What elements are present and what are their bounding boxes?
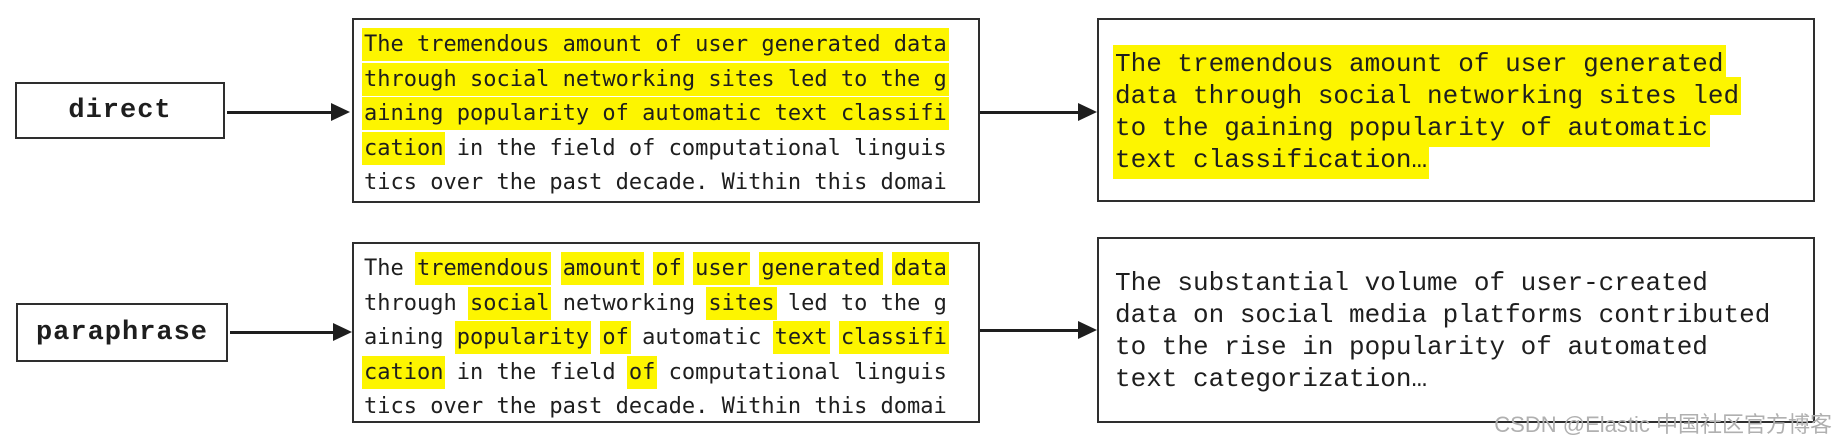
watermark-text: CSDN @Elastic 中国社区官方博客: [1494, 412, 1832, 437]
text-line: The substantial volume of user-created: [1115, 267, 1805, 299]
highlighted-segment: The tremendous amount of user generated: [1113, 45, 1726, 83]
arrow-direct-to-source: [227, 102, 350, 122]
highlighted-segment: cation: [362, 131, 446, 165]
plain-segment: through: [364, 290, 470, 316]
highlighted-segment: popularity: [454, 321, 592, 354]
plain-segment: The: [364, 256, 417, 281]
arrow-shaft: [227, 110, 335, 114]
highlighted-segment: sites: [706, 286, 777, 320]
arrow-head-icon: [333, 323, 352, 341]
text-line: The tremendous amount of user generated: [1113, 45, 1805, 83]
highlighted-segment: classifi: [838, 321, 949, 354]
text-line: text categorization…: [1115, 363, 1805, 395]
paraphrase-source-text-box: The tremendous amount of user generated …: [352, 242, 980, 423]
highlighted-segment: cation: [362, 355, 446, 389]
direct-label-box: direct: [15, 82, 225, 139]
text-line: The tremendous amount of user generated …: [364, 252, 972, 287]
plain-segment: data on social media platforms contribut…: [1115, 300, 1771, 330]
text-line: through social networking sites led to t…: [364, 286, 972, 322]
plain-segment: networking: [549, 290, 709, 316]
plain-segment: led to the g: [774, 290, 947, 316]
text-line: aining popularity of automatic text clas…: [364, 321, 972, 356]
plain-segment: computational linguis: [655, 359, 947, 385]
text-line: aining popularity of automatic text clas…: [362, 97, 972, 132]
highlighted-segment: amount: [560, 252, 645, 285]
arrow-source-to-output-direct: [980, 102, 1097, 122]
highlighted-segment: user: [693, 252, 751, 285]
arrow-source-to-output-paraphrase: [980, 320, 1097, 340]
plain-segment: tics over the past decade. Within this d…: [364, 394, 947, 419]
plain-segment: text categorization…: [1115, 364, 1428, 394]
highlighted-segment: text: [772, 321, 830, 354]
paraphrase-label-box: paraphrase: [16, 303, 228, 362]
plain-segment: aining: [364, 325, 457, 350]
text-line: tics over the past decade. Within this d…: [364, 390, 972, 421]
text-line: data on social media platforms contribut…: [1115, 299, 1805, 331]
highlighted-segment: of: [600, 321, 631, 354]
highlighted-segment: The tremendous amount of user generated …: [362, 28, 949, 61]
arrow-head-icon: [1078, 321, 1097, 339]
highlighted-segment: data: [891, 252, 949, 285]
arrow-shaft: [980, 328, 1082, 332]
plain-segment: in the field of computational linguis: [443, 135, 947, 161]
highlighted-segment: to the gaining popularity of automatic: [1113, 109, 1710, 147]
plain-segment: The substantial volume of user-created: [1115, 268, 1708, 298]
paraphrase-label: paraphrase: [35, 317, 209, 348]
plain-segment: automatic: [628, 325, 775, 350]
highlighted-segment: through social networking sites led to t…: [362, 62, 949, 96]
arrow-paraphrase-to-source: [230, 322, 352, 342]
direct-source-text-box: The tremendous amount of user generated …: [352, 18, 980, 203]
direct-label: direct: [68, 95, 172, 126]
highlighted-segment: text classification…: [1113, 141, 1430, 179]
text-line: tics over the past decade. Within this d…: [364, 166, 972, 201]
arrow-shaft: [230, 330, 337, 334]
text-line: text classification…: [1113, 141, 1805, 179]
highlighted-segment: generated: [759, 252, 883, 285]
highlighted-segment: of: [626, 355, 658, 389]
highlighted-segment: tremendous: [414, 252, 552, 285]
text-line: The tremendous amount of user generated …: [362, 28, 972, 63]
text-line: cation in the field of computational lin…: [362, 131, 972, 167]
highlighted-segment: data through social networking sites led: [1113, 77, 1742, 115]
text-line: cation in the field of computational lin…: [362, 355, 972, 391]
plain-segment: to the rise in popularity of automated: [1115, 332, 1708, 362]
highlighted-segment: aining popularity of automatic text clas…: [362, 97, 949, 130]
plain-segment: tics over the past decade. Within this d…: [364, 170, 947, 195]
text-line: to the gaining popularity of automatic: [1113, 109, 1805, 147]
text-line: to the rise in popularity of automated: [1115, 331, 1805, 363]
highlighted-segment: of: [653, 252, 684, 285]
arrow-head-icon: [1078, 103, 1097, 121]
text-line: data through social networking sites led: [1113, 77, 1805, 115]
highlighted-segment: social: [467, 286, 552, 320]
arrow-head-icon: [331, 103, 350, 121]
plain-segment: in the field: [443, 359, 629, 385]
arrow-shaft: [980, 110, 1082, 114]
text-line: through social networking sites led to t…: [362, 62, 972, 98]
